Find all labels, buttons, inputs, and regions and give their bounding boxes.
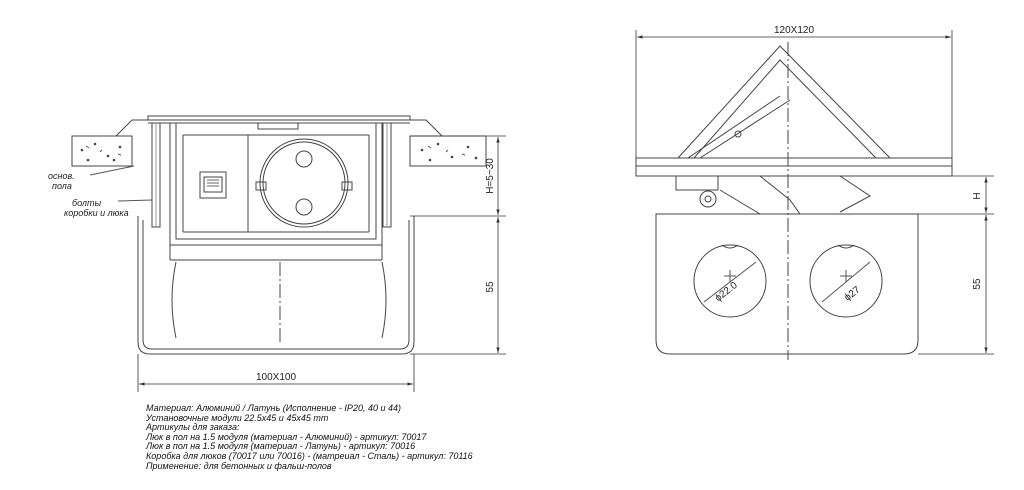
right-view [635,42,953,360]
rj45-socket-icon [199,171,227,199]
label-bolts: болты [72,198,101,208]
dim-box-depth-left: 55 [485,281,496,293]
label-floor: пола [52,181,72,191]
note-line: Люк в пол на 1.5 модуля (материал - Лату… [146,441,416,452]
note-line: Материал: Алюминий / Латунь (Исполнение … [146,403,401,413]
bolt-right [382,122,392,228]
note-line: Артикулы для заказа: [146,422,240,433]
floor-slab-right [409,135,487,167]
right-dimensions [635,30,994,355]
opened-lid [677,45,891,159]
hole-diameter-22: ϕ22.0 [713,280,740,304]
power-socket-icon [255,138,353,228]
note-line: Коробка для люков (70017 или 70016) - (м… [146,450,473,461]
floor-slab-left [71,135,133,167]
module-frame [169,122,383,261]
right-mounting-box [655,42,919,360]
mounting-box [137,216,415,355]
specification-notes: Материал: Алюминий / Латунь (Исполнение … [146,403,706,471]
left-view [71,115,487,355]
hole-diameter-27: ϕ27 [842,284,862,303]
left-dimensions [137,135,506,392]
note-line: Люк в пол на 1.5 модуля (материал - Алюм… [146,431,427,442]
right-flange [635,157,953,177]
note-line: Применение: для бетонных и фальш-полов [146,460,332,471]
dim-top-right: 120X120 [774,25,814,36]
dim-h-right: H [972,192,983,199]
dim-height-left: H=5~30 [485,158,496,194]
label-floor-base: основ. [48,171,75,181]
note-line: Установочные модули 22.5x45 и 45x45 mm [146,412,329,423]
bolt-left [151,122,161,228]
dim-width-left: 100X100 [256,372,296,383]
lid-flange [115,115,443,137]
hinge-mechanism [675,175,871,215]
dim-box-depth-right: 55 [972,278,983,290]
label-bolts-box-lid: коробки и люка [64,208,129,218]
